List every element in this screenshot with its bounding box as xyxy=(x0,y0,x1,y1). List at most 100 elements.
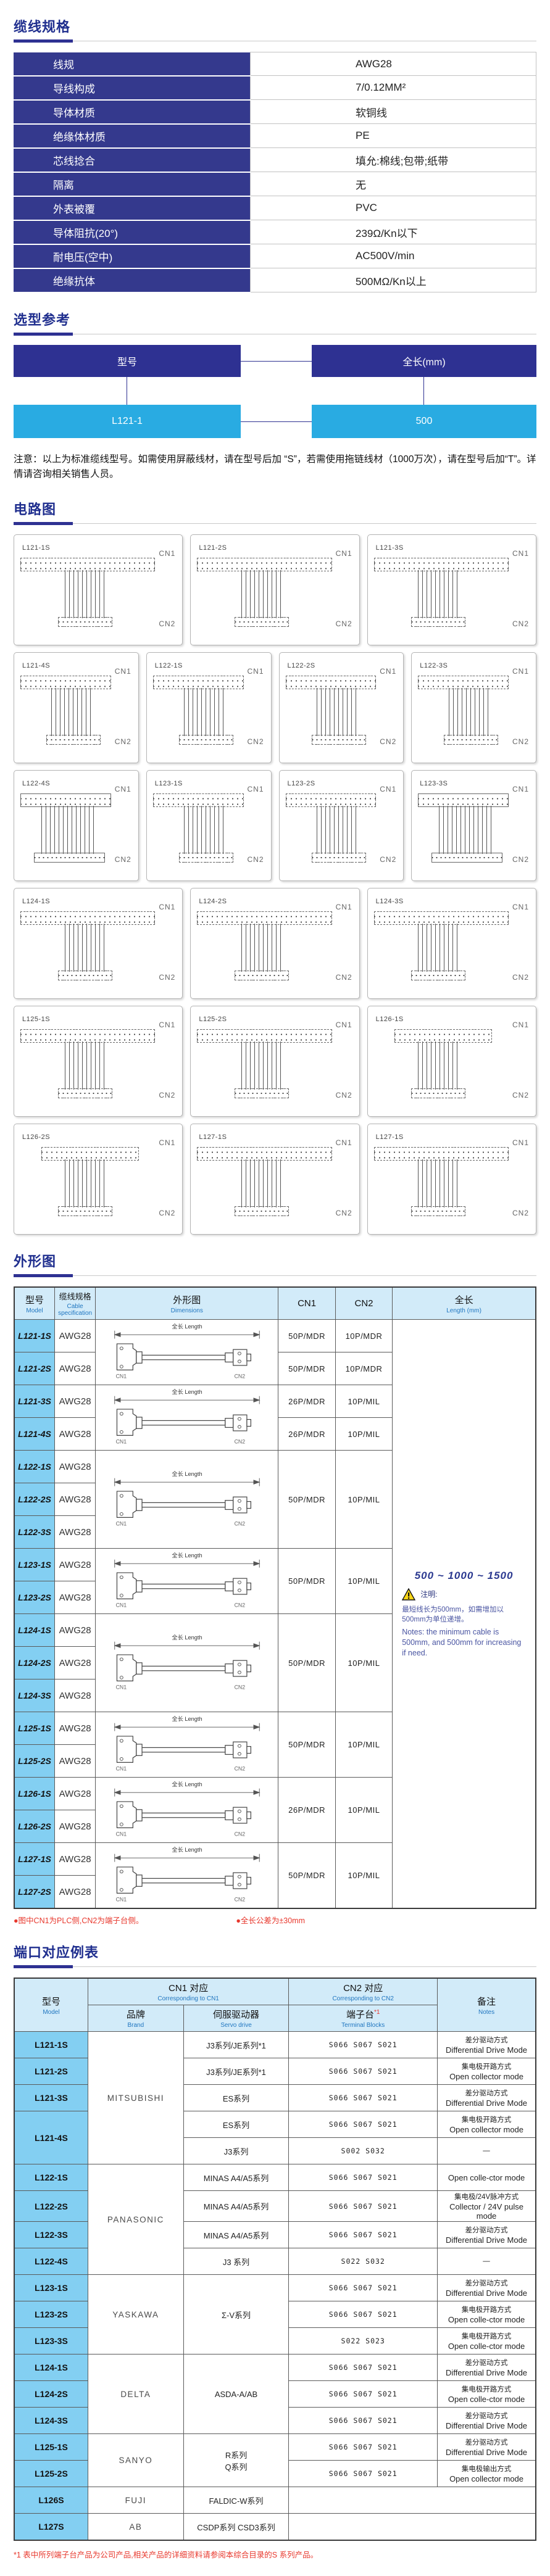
servo-drive-cell: Σ-V系列 xyxy=(183,2274,290,2355)
cn1-label: CN1 xyxy=(335,1021,352,1030)
wire-bundle xyxy=(418,570,458,619)
cn1-cell: 26P/MDR xyxy=(278,1385,336,1418)
servo-line: FALDIC-W系列 xyxy=(209,2496,264,2506)
cn2-label: CN2 xyxy=(247,737,264,747)
svg-text:CN1: CN1 xyxy=(115,1438,127,1444)
spec-label: 导线构成 xyxy=(14,75,251,101)
note-cn: 集电极/24V脉冲方式 xyxy=(454,2193,519,2201)
wire-bundle xyxy=(418,1159,458,1208)
selection-model-header: 型号 xyxy=(14,344,241,377)
cn1-cell: 26P/MDR xyxy=(278,1777,336,1844)
cn1-label: CN1 xyxy=(159,1021,176,1030)
svg-text:全长 Length: 全长 Length xyxy=(172,1470,202,1477)
servo-line: Q系列 xyxy=(225,2462,248,2472)
servo-drive-cell: MINAS A4/A5系列 xyxy=(183,2164,290,2192)
footnote-cn-sides: ●图中CN1为PLC侧,CN2为端子台侧。 xyxy=(14,1916,144,1926)
cn2-label: CN2 xyxy=(114,737,131,747)
terminal-blocks-cell: S066 S067 S021 xyxy=(288,2354,438,2382)
cn1-connector-strip xyxy=(20,1029,156,1043)
spec-value: 填允:棉线;包带;纸带 xyxy=(250,147,536,172)
brand-cell: AB xyxy=(87,2513,184,2541)
circuit-model-label: L126-1S xyxy=(375,1016,404,1024)
note-cn: 集电极开路方式 xyxy=(461,2306,512,2314)
svg-text:全长 Length: 全长 Length xyxy=(172,1388,202,1395)
servo-line: J3系列 xyxy=(223,2147,249,2156)
cn2-connector-strip xyxy=(34,853,105,863)
model-cell: L125-2S xyxy=(14,1744,56,1778)
svg-text:CN1: CN1 xyxy=(115,1602,127,1608)
spec-label: 绝缘体材质 xyxy=(14,123,251,149)
circuit-model-label: L121-4S xyxy=(22,662,51,670)
cn1-label: CN1 xyxy=(335,1138,352,1148)
servo-line: ASDA-A/AB xyxy=(214,2389,258,2399)
cn1-connector-strip xyxy=(373,911,509,926)
circuit-model-label: L125-1S xyxy=(22,1016,51,1024)
note-cn: 差分驱动方式 xyxy=(465,2227,508,2235)
wire-bundle xyxy=(316,688,356,737)
servo-drive-cell: J3系列 xyxy=(183,2137,290,2165)
cn2-connector-strip xyxy=(46,735,101,745)
cable-spec-cell: AWG28 xyxy=(54,1515,96,1549)
spec-label: 芯线捻合 xyxy=(14,147,251,173)
section-title-circuit: 电路图 xyxy=(14,502,57,518)
note-en: Differential Drive Mode xyxy=(446,2448,528,2458)
note-en: Open colle-ctor mode xyxy=(448,2173,525,2183)
model-cell: L123-1S xyxy=(14,2274,88,2302)
svg-text:CN1: CN1 xyxy=(115,1765,127,1771)
spec-value: 无 xyxy=(250,172,536,196)
note-en: Open colle-ctor mode xyxy=(448,2315,525,2325)
svg-text:全长 Length: 全长 Length xyxy=(172,1781,202,1787)
section-title-outline: 外形图 xyxy=(14,1254,57,1270)
spec-label: 隔离 xyxy=(14,172,251,197)
terminal-blocks-cell: S066 S067 S021 xyxy=(288,2407,438,2435)
wire-bundle xyxy=(241,570,281,619)
cn1-label: CN1 xyxy=(335,549,352,558)
cn2-label: CN2 xyxy=(247,855,264,864)
length-note-label: 注明: xyxy=(420,1590,438,1599)
cn2-label: CN2 xyxy=(159,1091,176,1100)
cn2-label: CN2 xyxy=(512,1091,529,1100)
circuit-model-label: L122-2S xyxy=(287,662,315,670)
model-cell: L124-3S xyxy=(14,2407,88,2435)
cn1-label: CN1 xyxy=(512,903,529,912)
model-cell: L124-3S xyxy=(14,1679,56,1713)
note-en: Open collector mode xyxy=(449,2072,524,2082)
model-cell: L121-3S xyxy=(14,1385,56,1418)
svg-text:CN1: CN1 xyxy=(115,1896,127,1902)
cable-spec-cell: AWG28 xyxy=(54,1712,96,1746)
model-cell: L122-4S xyxy=(14,2248,88,2276)
spec-value: 500MΩ/Kn以上 xyxy=(250,268,536,292)
wire-bundle xyxy=(241,924,281,972)
cn1-connector-strip xyxy=(20,793,111,808)
cn2-label: CN2 xyxy=(335,619,352,629)
cn1-connector-strip xyxy=(197,911,332,926)
